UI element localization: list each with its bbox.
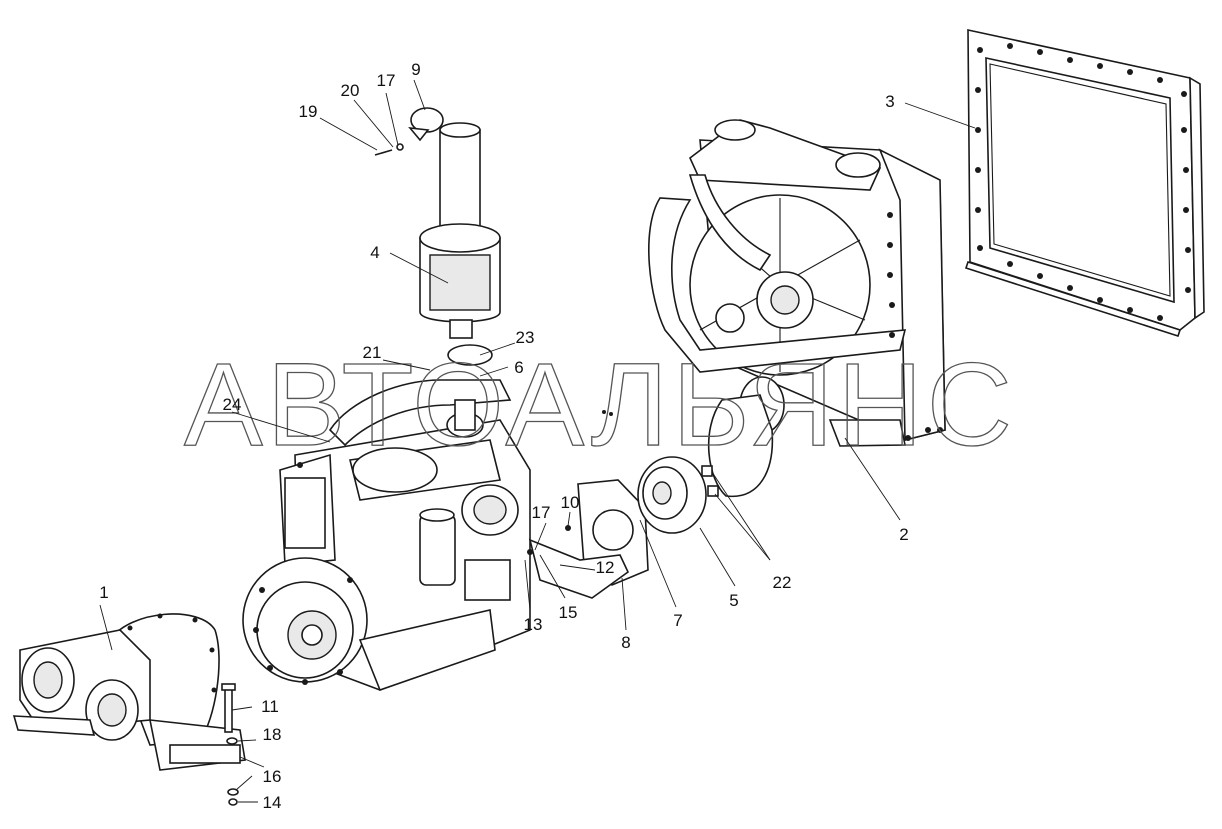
callout-20: 20 — [341, 81, 360, 100]
callout-5: 5 — [729, 591, 738, 610]
callout-18: 18 — [263, 725, 282, 744]
callout-23: 23 — [516, 328, 535, 347]
adapter-plate-bore — [592, 509, 634, 551]
callout-3: 3 — [885, 92, 894, 111]
callout-21: 21 — [363, 343, 382, 362]
callout-6: 6 — [514, 358, 523, 377]
callout-22: 22 — [773, 573, 792, 592]
watermark: АВТОАЛЬЯНС — [184, 339, 1016, 471]
callout-4: 4 — [370, 243, 379, 262]
callout-2: 2 — [899, 525, 908, 544]
radiator-frame — [964, 29, 1205, 338]
callout-13: 13 — [524, 615, 543, 634]
callout-14: 14 — [263, 793, 282, 812]
air-cleaner — [419, 122, 501, 339]
callout-17-top: 17 — [377, 71, 396, 90]
callout-8: 8 — [621, 633, 630, 652]
callout-16: 16 — [263, 767, 282, 786]
bracket — [528, 538, 630, 599]
callout-1: 1 — [99, 583, 108, 602]
clamp-parts — [374, 107, 444, 156]
drive-belt — [707, 394, 774, 498]
callout-12: 12 — [596, 558, 615, 577]
callout-10: 10 — [561, 493, 580, 512]
bracket-bolts — [527, 410, 613, 555]
engine-block — [242, 344, 531, 692]
crank-pulley — [637, 456, 719, 534]
callout-11: 11 — [261, 697, 279, 716]
radiator-assembly — [648, 119, 946, 447]
callout-9: 9 — [411, 60, 420, 79]
callout-15: 15 — [559, 603, 578, 622]
callout-17-bottom: 17 — [532, 503, 551, 522]
reducer-housing — [12, 613, 246, 771]
callout-7: 7 — [673, 611, 682, 630]
callout-24: 24 — [223, 395, 242, 414]
leader-lines — [99, 79, 976, 803]
callout-19: 19 — [299, 102, 318, 121]
callout-labels: 1 2 3 4 5 6 7 8 9 10 11 12 13 14 15 16 1… — [99, 60, 908, 812]
